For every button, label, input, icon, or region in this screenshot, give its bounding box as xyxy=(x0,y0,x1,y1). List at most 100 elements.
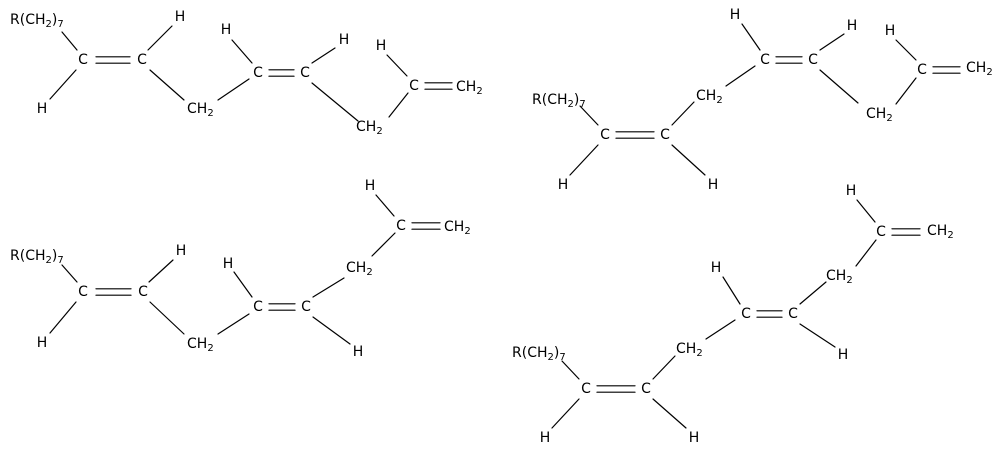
single-bond xyxy=(312,316,351,345)
carbon-atom: C xyxy=(788,306,798,322)
single-bond xyxy=(49,301,77,334)
ch2-group: CH2 xyxy=(187,101,214,119)
carbon-atom: C xyxy=(300,65,310,81)
single-bond xyxy=(147,25,173,51)
single-bond xyxy=(311,47,336,64)
hydrogen-atom: H xyxy=(885,23,896,39)
single-bond xyxy=(375,194,395,217)
single-bond xyxy=(49,69,77,100)
hydrogen-atom: H xyxy=(339,32,350,48)
single-bond xyxy=(61,264,78,283)
hydrogen-atom: H xyxy=(37,335,48,351)
r-ch2-7-chain: R(CH2)7 xyxy=(10,248,64,266)
single-bond xyxy=(61,31,78,51)
single-bond xyxy=(652,355,676,380)
carbon-atom: C xyxy=(78,284,88,300)
single-bond xyxy=(217,78,250,101)
carbon-atom: C xyxy=(600,127,610,143)
ch2-group: CH2 xyxy=(456,79,483,97)
single-bond xyxy=(149,301,185,335)
carbon-atom: C xyxy=(301,299,311,315)
hydrogen-atom: H xyxy=(711,260,722,276)
r-ch2-7-chain: R(CH2)7 xyxy=(10,12,64,30)
r-ch2-7-chain: R(CH2)7 xyxy=(512,345,566,363)
carbon-atom: C xyxy=(641,381,651,397)
carbon-atom: C xyxy=(581,381,591,397)
single-bond xyxy=(311,82,359,122)
hydrogen-atom: H xyxy=(221,22,232,38)
hydrogen-atom: H xyxy=(223,256,234,272)
single-bond xyxy=(725,65,756,87)
hydrogen-atom: H xyxy=(353,344,364,360)
r-ch2-7-chain: R(CH2)7 xyxy=(532,92,586,110)
single-bond xyxy=(722,276,741,305)
hydrogen-atom: H xyxy=(558,177,569,193)
single-bond xyxy=(819,33,845,51)
single-bond xyxy=(551,398,580,429)
single-bond xyxy=(856,199,876,223)
carbon-atom: C xyxy=(760,52,770,68)
carbon-atom: C xyxy=(808,52,818,68)
carbon-atom: C xyxy=(78,52,88,68)
ch2-group: CH2 xyxy=(346,260,373,278)
single-bond xyxy=(895,77,917,105)
hydrogen-atom: H xyxy=(730,7,741,23)
carbon-atom: C xyxy=(253,299,263,315)
single-bond xyxy=(799,281,827,305)
single-bond xyxy=(371,232,396,257)
single-bond xyxy=(561,360,580,380)
hydrogen-atom: H xyxy=(689,430,700,446)
single-bond xyxy=(855,239,877,267)
hydrogen-atom: H xyxy=(846,183,857,199)
single-bond xyxy=(148,259,174,283)
carbon-atom: C xyxy=(409,78,419,94)
single-bond xyxy=(652,398,687,429)
hydrogen-atom: H xyxy=(708,177,719,193)
ch2-group: CH2 xyxy=(927,223,954,241)
ch2-group: CH2 xyxy=(356,119,383,137)
single-bond xyxy=(671,101,695,126)
ch2-group: CH2 xyxy=(676,341,703,359)
single-bond xyxy=(799,323,836,348)
carbon-atom: C xyxy=(917,62,927,78)
single-bond xyxy=(217,313,250,335)
ch2-group: CH2 xyxy=(187,336,214,354)
carbon-atom: C xyxy=(876,224,886,240)
ch2-group: CH2 xyxy=(866,106,893,124)
single-bond xyxy=(388,92,409,118)
single-bond xyxy=(671,144,706,176)
single-bond xyxy=(579,105,599,126)
hydrogen-atom: H xyxy=(176,243,187,259)
single-bond xyxy=(741,23,761,51)
single-bond xyxy=(233,271,253,298)
hydrogen-atom: H xyxy=(37,101,48,117)
single-bond xyxy=(231,39,253,64)
carbon-atom: C xyxy=(137,52,147,68)
hydrogen-atom: H xyxy=(540,430,551,446)
single-bond xyxy=(895,39,917,61)
carbon-atom: C xyxy=(741,306,751,322)
single-bond xyxy=(149,69,185,101)
hydrogen-atom: H xyxy=(175,9,186,25)
single-bond xyxy=(312,277,345,298)
hydrogen-atom: H xyxy=(365,178,376,194)
ch2-group: CH2 xyxy=(966,60,993,78)
single-bond xyxy=(819,69,859,104)
hydrogen-atom: H xyxy=(838,347,849,363)
ch2-group: CH2 xyxy=(444,219,471,237)
hydrogen-atom: H xyxy=(847,18,858,34)
carbon-atom: C xyxy=(660,127,670,143)
single-bond xyxy=(386,54,408,77)
hydrogen-atom: H xyxy=(376,38,387,54)
ch2-group: CH2 xyxy=(826,268,853,286)
carbon-atom: C xyxy=(396,218,406,234)
carbon-atom: C xyxy=(138,284,148,300)
ch2-group: CH2 xyxy=(696,88,723,106)
single-bond xyxy=(705,319,736,340)
